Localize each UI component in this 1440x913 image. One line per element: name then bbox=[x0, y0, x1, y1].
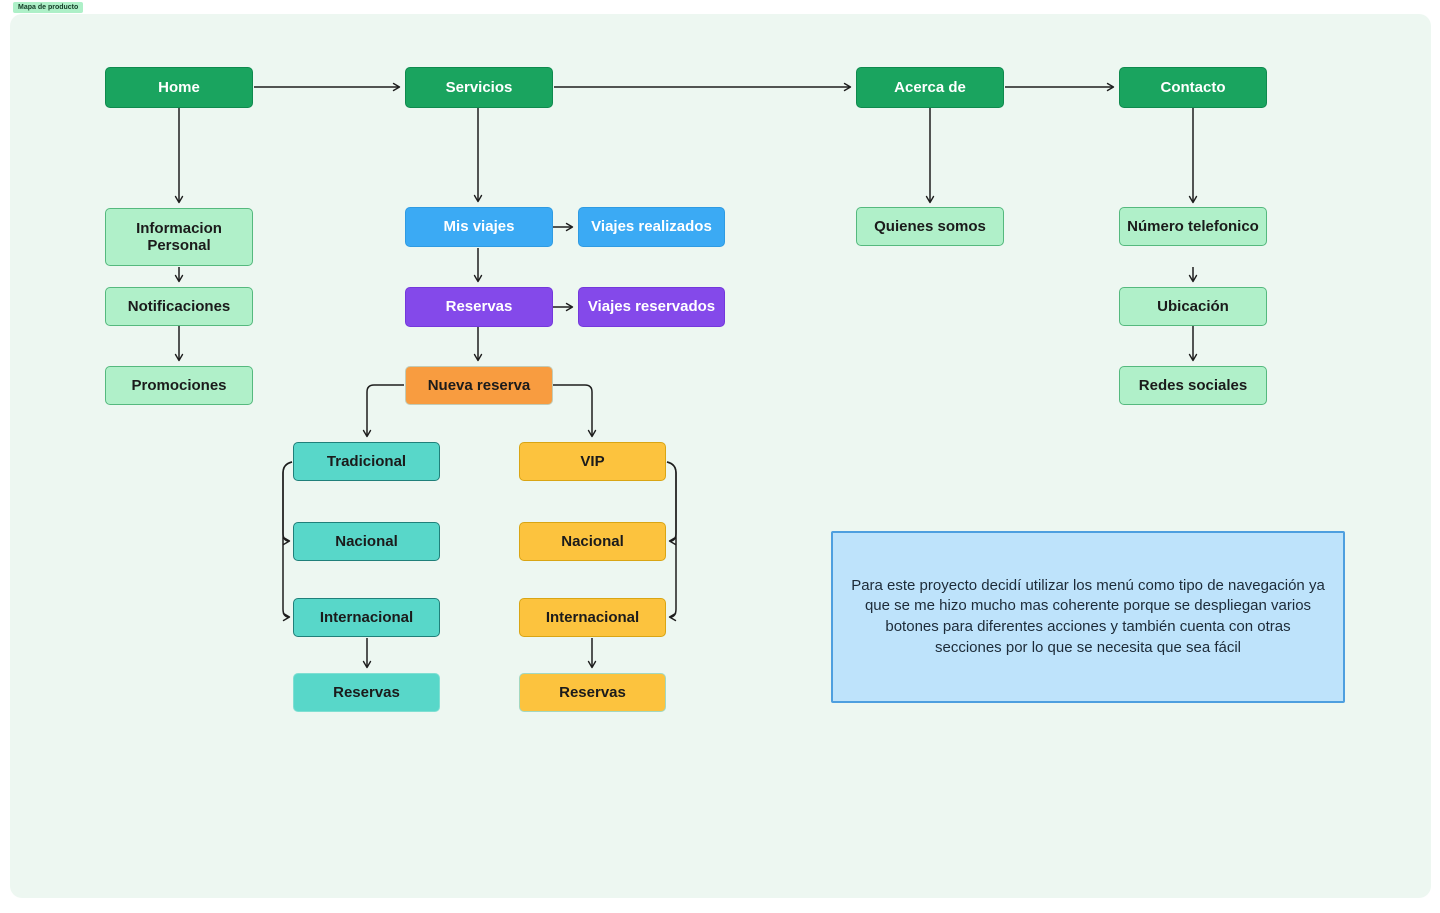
node-quienes-somos[interactable]: Quienes somos bbox=[856, 207, 1004, 246]
node-label: Nacional bbox=[561, 532, 624, 550]
node-internacional-vip[interactable]: Internacional bbox=[519, 598, 666, 637]
node-acerca-de[interactable]: Acerca de bbox=[856, 67, 1004, 108]
node-internacional-tradicional[interactable]: Internacional bbox=[293, 598, 440, 637]
node-label: Tradicional bbox=[326, 452, 407, 470]
note-text: Para este proyecto decidí utilizar los m… bbox=[851, 576, 1325, 656]
node-label: Informacion Personal bbox=[136, 219, 222, 254]
node-label: Viajes realizados bbox=[591, 218, 712, 236]
node-label: Internacional bbox=[319, 608, 414, 626]
node-contacto[interactable]: Contacto bbox=[1119, 67, 1267, 108]
node-label: Viajes reservados bbox=[587, 298, 716, 316]
node-label: Quienes somos bbox=[874, 217, 986, 235]
node-reservas-tradicional[interactable]: Reservas bbox=[293, 673, 440, 712]
node-label: Mis viajes bbox=[443, 218, 515, 236]
node-label: Ubicación bbox=[1157, 297, 1229, 315]
node-tradicional[interactable]: Tradicional bbox=[293, 442, 440, 481]
node-label: Home bbox=[158, 78, 200, 96]
node-label: Internacional bbox=[545, 608, 640, 626]
node-label: Número telefonico bbox=[1127, 217, 1259, 235]
node-label: Promociones bbox=[131, 376, 227, 394]
node-home[interactable]: Home bbox=[105, 67, 253, 108]
node-nueva-reserva[interactable]: Nueva reserva bbox=[405, 366, 553, 405]
node-numero-telefonico[interactable]: Número telefonico bbox=[1119, 207, 1267, 246]
node-viajes-reservados[interactable]: Viajes reservados bbox=[578, 287, 725, 327]
node-nacional-tradicional[interactable]: Nacional bbox=[293, 522, 440, 561]
section-tag[interactable]: Mapa de producto bbox=[13, 2, 84, 13]
diagram-section-background bbox=[10, 14, 1431, 898]
node-label: Acerca de bbox=[894, 78, 966, 96]
node-label: Nueva reserva bbox=[427, 376, 531, 394]
node-label: Redes sociales bbox=[1138, 376, 1248, 394]
node-mis-viajes[interactable]: Mis viajes bbox=[405, 207, 553, 247]
node-label: Reservas bbox=[333, 683, 400, 701]
node-label: VIP bbox=[580, 452, 605, 470]
node-informacion-personal[interactable]: Informacion Personal bbox=[105, 208, 253, 266]
node-notificaciones[interactable]: Notificaciones bbox=[105, 287, 253, 326]
node-reservas[interactable]: Reservas bbox=[405, 287, 553, 327]
node-label: Servicios bbox=[445, 78, 513, 96]
node-reservas-vip[interactable]: Reservas bbox=[519, 673, 666, 712]
node-viajes-realizados[interactable]: Viajes realizados bbox=[578, 207, 725, 247]
node-ubicacion[interactable]: Ubicación bbox=[1119, 287, 1267, 326]
node-redes-sociales[interactable]: Redes sociales bbox=[1119, 366, 1267, 405]
node-nacional-vip[interactable]: Nacional bbox=[519, 522, 666, 561]
node-label: Nacional bbox=[335, 532, 398, 550]
node-promociones[interactable]: Promociones bbox=[105, 366, 253, 405]
node-label: Notificaciones bbox=[127, 297, 231, 315]
node-label: Contacto bbox=[1160, 78, 1226, 96]
node-label: Reservas bbox=[445, 298, 513, 316]
node-label: Reservas bbox=[559, 683, 626, 701]
node-servicios[interactable]: Servicios bbox=[405, 67, 553, 108]
annotation-note[interactable]: Para este proyecto decidí utilizar los m… bbox=[831, 531, 1345, 703]
node-vip[interactable]: VIP bbox=[519, 442, 666, 481]
